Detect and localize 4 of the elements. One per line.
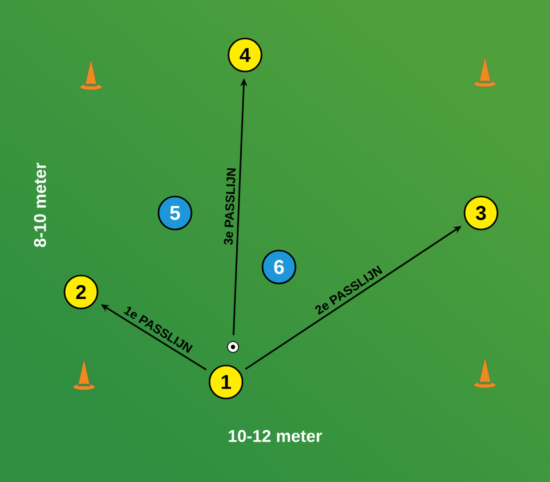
dimension-label: 8-10 meter — [34, 162, 46, 247]
edge-label: 3e PASSLIJN — [224, 168, 236, 245]
dimension-label: 10-12 meter — [228, 430, 322, 442]
ball-icon — [227, 341, 239, 353]
